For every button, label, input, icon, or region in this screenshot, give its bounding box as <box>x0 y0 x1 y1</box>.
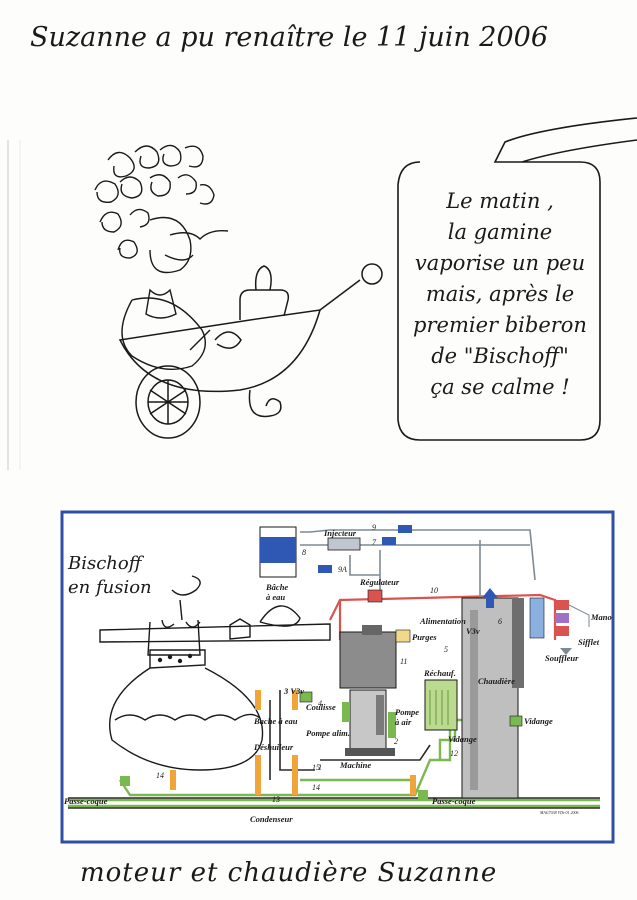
bottle-label-line: Bischoff <box>68 553 142 574</box>
page-footer: moteur et chaudière Suzanne <box>80 858 498 888</box>
speech-bubble-text: Le matin , la gamine vaporise un peu mai… <box>405 186 595 403</box>
label-bache-eau: Bache à eau <box>253 716 298 726</box>
num-6: 6 <box>498 617 502 626</box>
sifflet-valve <box>555 613 569 623</box>
bottle-label: Bischoff en fusion <box>68 552 152 600</box>
num-15: 15 <box>312 763 320 772</box>
label-regulateur: Régulateur <box>359 577 400 587</box>
vidange-valve <box>509 715 523 727</box>
page-title: Suzanne a pu renaître le 11 juin 2006 <box>30 22 549 53</box>
character-sketch <box>94 144 229 371</box>
label-pompe-air: Pompe <box>395 707 419 717</box>
label-bache-top: Bâche <box>265 582 288 592</box>
num-1: 1 <box>318 763 322 772</box>
souffleur-valve <box>560 648 572 655</box>
label-rechauf: Réchauf. <box>423 668 456 678</box>
num-8: 8 <box>302 548 306 557</box>
num-14b: 14 <box>312 783 320 792</box>
valve-9a <box>318 565 332 573</box>
label-mano: Mano <box>590 612 612 622</box>
label-copyright: MAG7038 VDt-01 2006 <box>539 810 578 815</box>
pompe-air <box>388 712 396 738</box>
num-11: 11 <box>400 657 407 666</box>
passe-coque-right-valve <box>418 790 428 800</box>
bubble-line: mais, après le <box>425 282 575 306</box>
label-chaudiere: Chaudière <box>478 676 515 686</box>
label-injecteur: Injecteur <box>323 528 357 538</box>
souffleur-column <box>529 597 545 639</box>
label-bache-top2: à eau <box>266 592 285 602</box>
valve-7 <box>382 537 396 545</box>
bubble-line: ça se calme ! <box>430 375 570 399</box>
label-machine: Machine <box>339 760 371 770</box>
bubble-line: vaporise un peu <box>414 251 586 275</box>
label-souffleur: Souffleur <box>545 653 579 663</box>
label-vidange-right: Vidange <box>524 716 553 726</box>
num-14a: 14 <box>156 771 164 780</box>
regulateur-valve <box>367 589 383 603</box>
machine-head <box>362 625 382 635</box>
bubble-line: la gamine <box>447 220 553 244</box>
speech-bubble <box>397 117 637 441</box>
num-9a: 9A <box>338 565 347 574</box>
boiler-stack <box>512 598 524 688</box>
label-v3v-left: 3 V3v <box>283 686 304 696</box>
label-pompe-air2: à air <box>395 717 412 727</box>
bottle-sketch <box>99 575 331 771</box>
v3v-left-valve <box>299 691 313 703</box>
num-9: 9 <box>372 523 376 532</box>
num-2: 2 <box>394 737 398 746</box>
num-10: 10 <box>430 586 438 595</box>
bubble-line: Le matin , <box>446 189 554 213</box>
num-7: 7 <box>372 538 377 547</box>
label-coulisse: Coulisse <box>306 702 336 712</box>
orange-fittings <box>170 690 416 795</box>
num-4: 4 <box>318 699 322 708</box>
num-12: 12 <box>450 749 458 758</box>
bubble-line: premier biberon <box>413 313 587 337</box>
alimentation-valve <box>482 588 498 598</box>
bottle-label-line: en fusion <box>68 577 152 598</box>
label-sifflet: Sifflet <box>578 637 600 647</box>
passe-coque-left-valve <box>120 776 130 786</box>
bache-tank-water <box>260 537 296 563</box>
purges-valve <box>395 629 411 643</box>
label-passe-coque-right: Passe-coque <box>432 796 476 806</box>
valve-9 <box>398 525 412 533</box>
machine-cylinder <box>339 631 397 689</box>
label-vidange-mid: Vidange <box>448 734 477 744</box>
wheelbarrow-sketch <box>118 263 383 439</box>
label-condenseur: Condenseur <box>250 814 293 824</box>
num-13: 13 <box>272 795 280 804</box>
label-deshuileur: Déshuileur <box>253 742 294 752</box>
machine-base <box>345 748 395 756</box>
coulisse-pump <box>342 702 350 722</box>
label-passe-coque-left: Passe-coque <box>64 796 108 806</box>
label-v3v-top: V3v <box>466 626 480 636</box>
label-purges: Purges <box>412 632 437 642</box>
mano-valve <box>555 600 569 610</box>
label-pompe-alim: Pompe alim. <box>306 728 350 738</box>
injecteur-body <box>327 537 361 551</box>
bubble-line: de "Bischoff" <box>431 344 569 368</box>
num-5: 5 <box>444 645 448 654</box>
label-alimentation: Alimentation <box>419 616 466 626</box>
